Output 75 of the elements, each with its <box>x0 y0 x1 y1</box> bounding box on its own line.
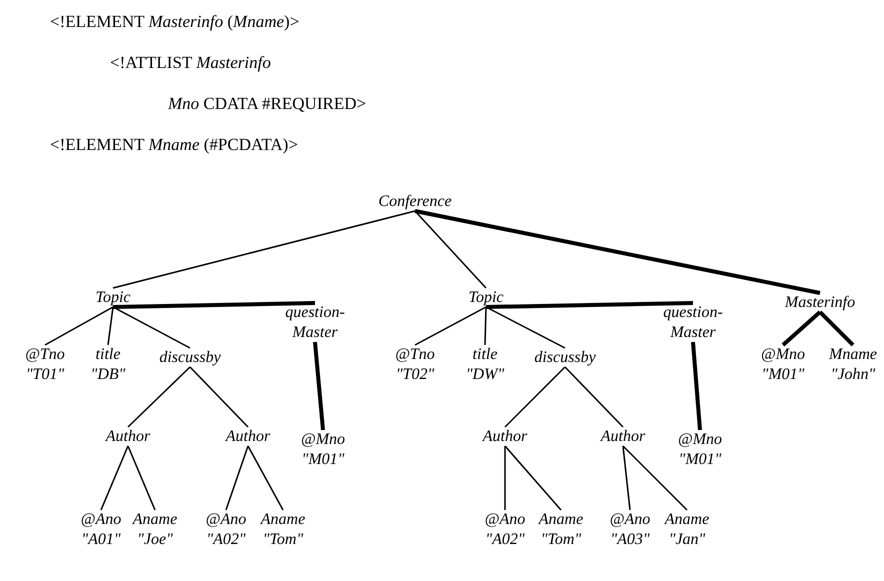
tree-node-label: title <box>94 345 122 365</box>
tree-node-label: Aname <box>132 510 178 530</box>
tree-edge <box>414 209 820 295</box>
tree-edge <box>127 446 156 510</box>
tree-node-label: Mname <box>829 345 877 365</box>
tree-node-label: discussby <box>534 348 596 368</box>
tree-edge <box>127 366 191 428</box>
tree-edge <box>622 445 688 511</box>
tree-edge <box>100 446 129 510</box>
node-value: "Jan" <box>668 530 706 550</box>
node-value: "A03" <box>610 530 650 550</box>
tree-edge <box>504 446 506 510</box>
node-value: "DW" <box>466 365 504 385</box>
tree-edge <box>818 310 854 346</box>
tree-edge <box>247 446 284 510</box>
tree-node-label: @Mno <box>678 430 722 450</box>
tree-edge <box>44 306 114 346</box>
tree-edge <box>189 366 249 428</box>
tree-node-label: Conference <box>378 192 452 212</box>
tree-node-label: question-Master <box>284 303 346 343</box>
tree-edge <box>504 366 566 428</box>
tree-node-label: Author <box>482 427 528 447</box>
tree-edge <box>313 342 325 430</box>
tree-edge <box>691 342 702 430</box>
tree-node-label: Masterinfo <box>784 293 856 313</box>
tree-node-label: Aname <box>260 510 306 530</box>
tree-edge <box>107 306 114 346</box>
tree-edge <box>414 210 487 288</box>
tree-node-label: Topic <box>96 288 130 308</box>
node-value: "A02" <box>484 530 526 550</box>
tree-node-label: @Tno <box>395 345 435 365</box>
tree-node-label: Author <box>226 427 270 447</box>
tree-edge <box>112 210 416 289</box>
node-value: "Tom" <box>540 530 582 550</box>
tree-node-label: @Ano <box>80 510 122 530</box>
node-value: "Tom" <box>262 530 304 550</box>
tree-node-label: Topic <box>468 288 504 308</box>
tree-edge <box>112 301 316 309</box>
tree-node-label: discussby <box>159 348 221 368</box>
tree-node-label: @Mno <box>760 345 806 365</box>
tree-edge <box>225 446 249 510</box>
node-value: "T02" <box>395 365 435 385</box>
tree-node-label: question-Master <box>662 303 724 343</box>
dtd-line: <!ELEMENT Masterinfo (Mname)> <box>50 12 300 32</box>
node-value: "A02" <box>206 530 246 550</box>
tree-node-label: @Tno <box>25 345 65 365</box>
dtd-line: Mno CDATA #REQUIRED> <box>168 94 366 114</box>
tree-node-label: title <box>472 345 498 365</box>
tree-node-label: Author <box>106 427 150 447</box>
tree-edge <box>564 366 624 428</box>
tree-edge <box>486 306 566 349</box>
tree-edge <box>782 310 822 346</box>
node-value: "M01" <box>760 365 806 385</box>
tree-node-label: Aname <box>538 510 584 530</box>
tree-node-label: @Ano <box>484 510 526 530</box>
tree-edge <box>112 306 190 349</box>
tree-edge <box>486 301 694 309</box>
dtd-line: <!ATTLIST Masterinfo <box>110 53 271 73</box>
node-value: "DB" <box>90 365 126 385</box>
node-value: "M01" <box>300 450 346 470</box>
node-value: "M01" <box>678 450 722 470</box>
tree-edge <box>622 446 631 510</box>
node-value: "A01" <box>80 530 122 550</box>
tree-node-label: Aname <box>664 510 710 530</box>
tree-node-label: @Ano <box>610 510 650 530</box>
tree-node-label: @Ano <box>206 510 246 530</box>
node-value: "Joe" <box>136 530 174 550</box>
dtd-line: <!ELEMENT Mname (#PCDATA)> <box>50 135 298 155</box>
tree-node-label: Author <box>600 427 646 447</box>
tree-edge <box>414 306 486 346</box>
tree-edge <box>484 306 487 346</box>
tree-node-label: @Mno <box>300 430 346 450</box>
node-value: "T01" <box>25 365 65 385</box>
node-value: "John" <box>830 365 876 385</box>
tree-edge <box>504 446 562 510</box>
